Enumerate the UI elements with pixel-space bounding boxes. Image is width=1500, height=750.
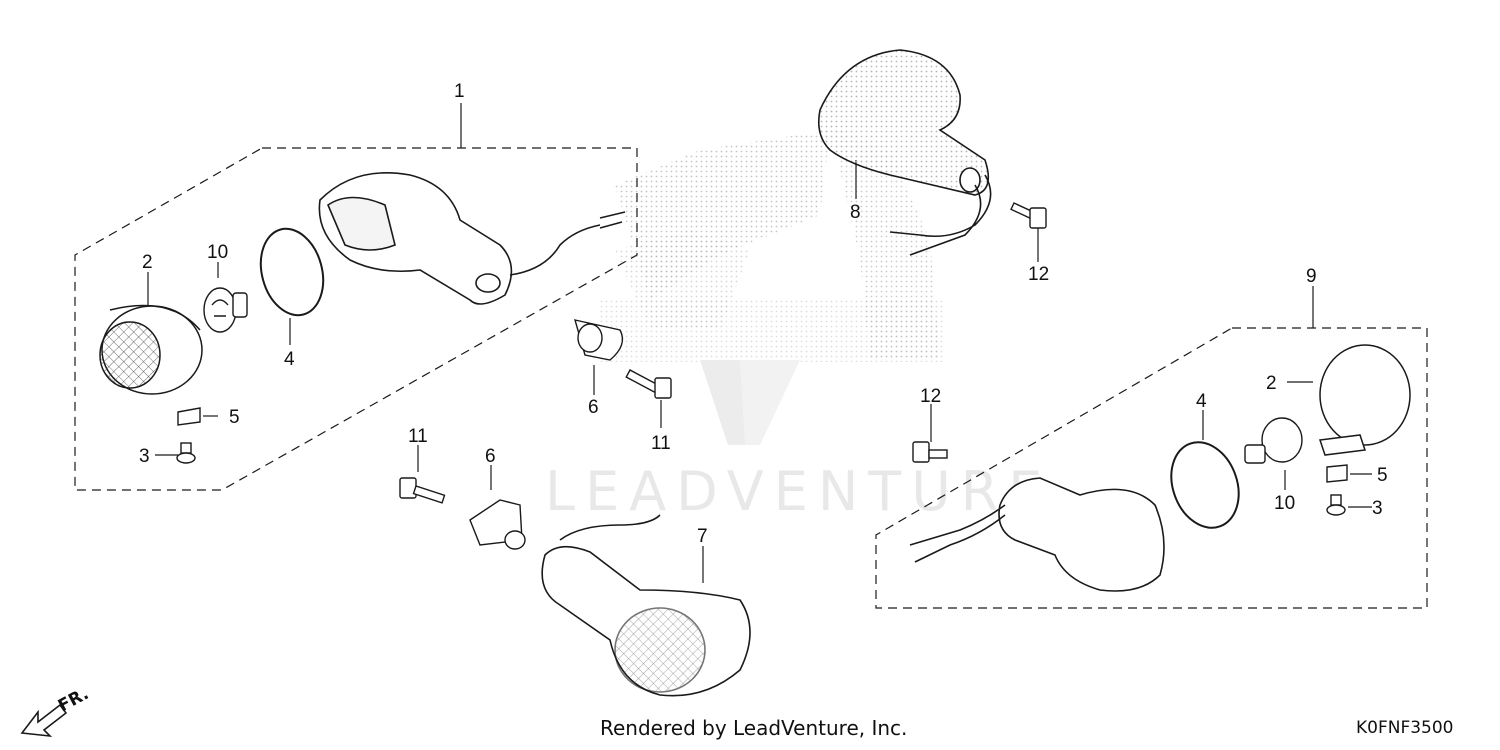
brand-watermark-logo — [600, 125, 945, 445]
callout-2: 2 — [1266, 373, 1277, 394]
callout-6: 6 — [485, 446, 496, 467]
part-1-housing — [318, 172, 626, 305]
callout-4: 4 — [1196, 391, 1207, 412]
callout-labels: 1 2 10 4 5 3 6 11 11 6 7 8 12 9 2 4 12 5… — [139, 81, 1388, 547]
callout-1: 1 — [454, 81, 465, 102]
callout-9: 9 — [1306, 266, 1317, 287]
part-10-bulb-right — [1244, 417, 1303, 464]
callout-5: 5 — [1377, 465, 1388, 486]
part-5-nut-left — [177, 407, 201, 426]
part-10-bulb-left — [203, 287, 248, 333]
part-12-bolt-right — [912, 441, 948, 463]
callout-10: 10 — [207, 242, 228, 263]
callout-10: 10 — [1274, 493, 1295, 514]
part-11-bolt-lower — [399, 477, 446, 504]
part-8-housing-upper — [817, 49, 992, 256]
part-9-housing — [909, 477, 1165, 592]
part-5-nut-right — [1326, 464, 1348, 483]
callout-3: 3 — [1372, 498, 1383, 519]
part-4-ring-right — [1170, 441, 1240, 529]
callout-12: 12 — [920, 386, 941, 407]
part-2-lens-right — [1318, 344, 1411, 456]
callout-11: 11 — [408, 426, 428, 447]
callout-4: 4 — [284, 349, 295, 370]
diagram-code: K0FNF3500 — [1356, 718, 1454, 738]
front-direction-arrow: FR. — [20, 684, 92, 738]
assembly-9-group-box — [875, 327, 1428, 609]
assembly-1-group-box — [74, 147, 638, 491]
callout-8: 8 — [850, 202, 861, 223]
render-credit: Rendered by LeadVenture, Inc. — [600, 716, 908, 740]
part-11-bolt-upper — [625, 369, 672, 399]
watermark-text: LEADVENTURE — [545, 460, 1052, 523]
part-3-screw-right — [1326, 494, 1346, 516]
part-6-bracket-lower — [469, 499, 526, 550]
callout-3: 3 — [139, 446, 150, 467]
part-6-bracket-upper — [574, 319, 624, 361]
callout-2: 2 — [142, 252, 153, 273]
callout-5: 5 — [229, 407, 240, 428]
callout-7: 7 — [697, 526, 708, 547]
leader-lines — [147, 103, 1372, 583]
part-4-ring-left — [259, 227, 325, 317]
callout-6: 6 — [588, 397, 599, 418]
callout-11: 11 — [651, 433, 671, 454]
part-3-screw-left — [176, 442, 196, 464]
callout-12: 12 — [1028, 264, 1049, 285]
part-7-housing-lower — [541, 514, 751, 697]
part-2-lens-left — [99, 304, 203, 395]
part-12-bolt-upper — [1010, 202, 1047, 229]
